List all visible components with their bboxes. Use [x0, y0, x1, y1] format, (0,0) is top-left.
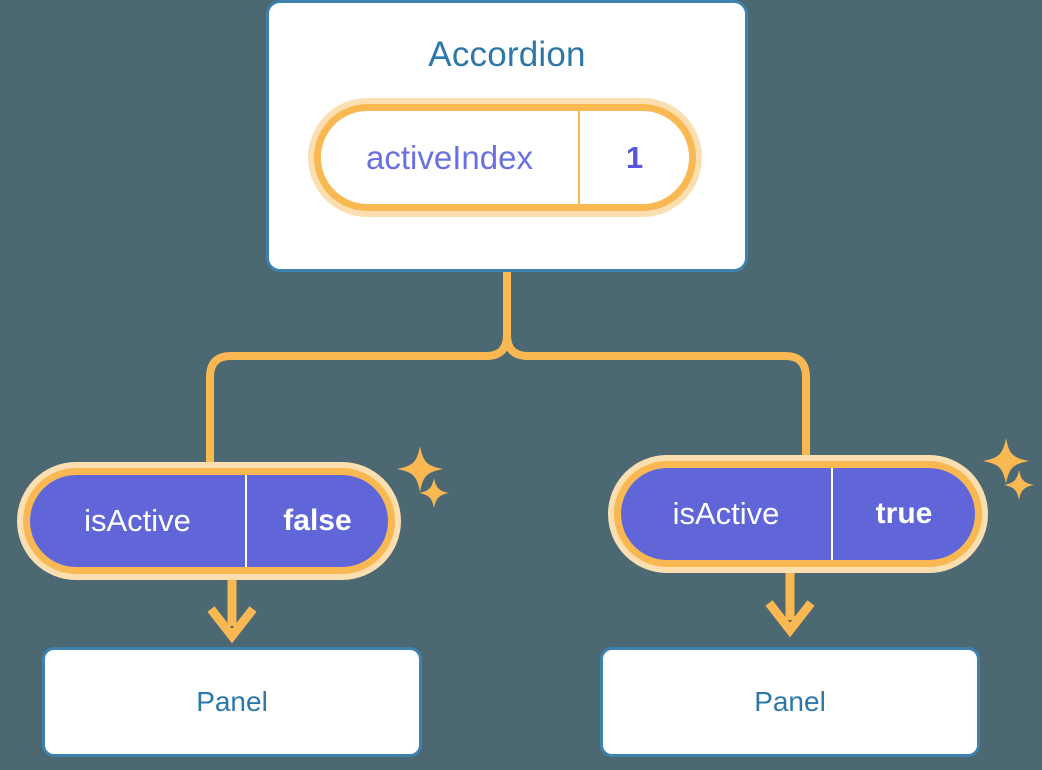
state-pill-body: activeIndex 1 — [321, 111, 689, 204]
state-pill-is-active-true[interactable]: isActive true — [608, 455, 988, 573]
panel-label: Panel — [196, 686, 268, 717]
panel-label: Panel — [754, 686, 826, 717]
state-pill-body: isActive false — [30, 475, 388, 567]
state-value-label: 1 — [625, 139, 644, 175]
down-arrow-icon-right — [765, 600, 815, 638]
sparkle-icon — [397, 446, 443, 492]
state-value-label: false — [283, 504, 352, 537]
page-title: Accordion — [428, 35, 586, 74]
down-arrow-icon-left — [207, 606, 257, 644]
connector-left-branch — [206, 268, 511, 482]
state-key-label: activeIndex — [321, 111, 580, 204]
state-pill-body: isActive true — [621, 468, 975, 560]
sparkle-icon — [983, 438, 1029, 484]
state-key-label: isActive — [621, 468, 833, 560]
state-pill-is-active-false[interactable]: isActive false — [17, 462, 401, 580]
sparkle-icon — [1004, 470, 1034, 500]
panel-node-right[interactable]: Panel — [600, 647, 980, 757]
state-value-label: true — [875, 497, 933, 530]
sparkle-icon — [419, 478, 449, 508]
state-pill-active-index[interactable]: activeIndex 1 — [308, 98, 702, 217]
state-key-label: isActive — [30, 475, 247, 567]
connector-right-branch — [503, 268, 810, 474]
panel-node-left[interactable]: Panel — [42, 647, 422, 757]
